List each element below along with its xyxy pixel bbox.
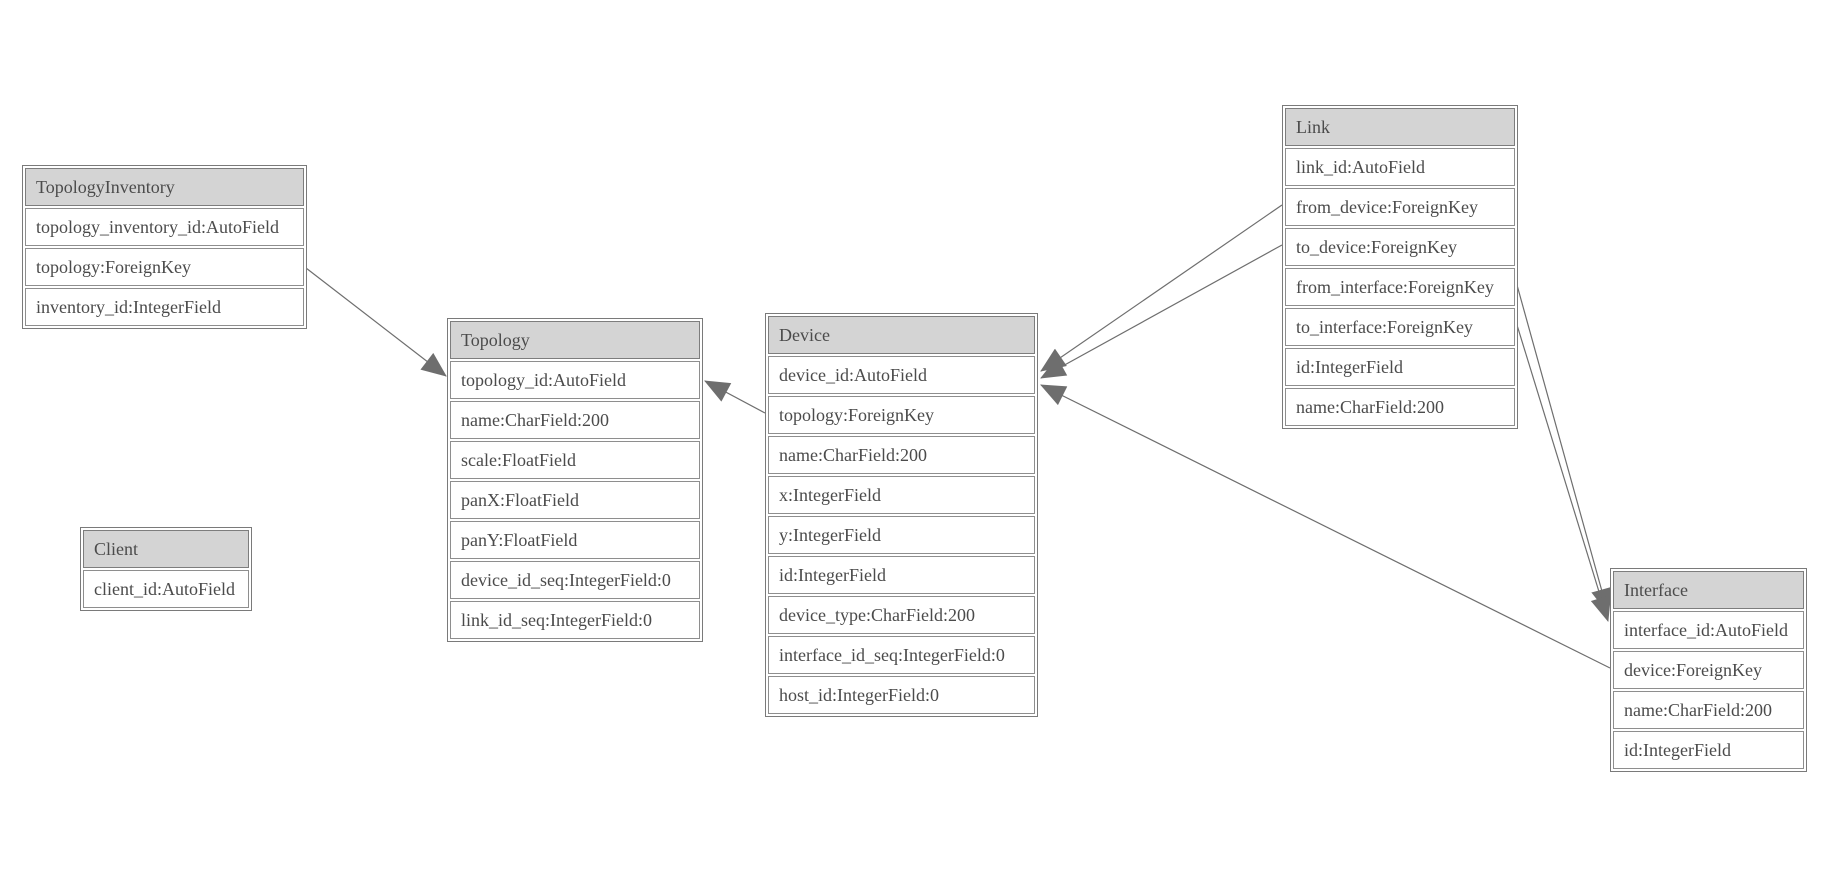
entity-table-device: Device device_id:AutoField topology:Fore… (765, 313, 1038, 717)
edge-topologyinventory-topology (305, 267, 447, 377)
entity-table-topologyinventory: TopologyInventory topology_inventory_id:… (22, 165, 307, 329)
edge-link-fromdevice-device (1040, 204, 1283, 372)
entity-table-link: Link link_id:AutoField from_device:Forei… (1282, 105, 1518, 429)
table-header: Topology (450, 321, 700, 359)
table-field-row: topology_id:AutoField (450, 361, 700, 399)
table-field-row: interface_id_seq:IntegerField:0 (768, 636, 1035, 674)
table-field-row: to_device:ForeignKey (1285, 228, 1515, 266)
table-field-row: name:CharField:200 (1285, 388, 1515, 426)
table-field-row: from_device:ForeignKey (1285, 188, 1515, 226)
table-field-row: topology:ForeignKey (25, 248, 304, 286)
edge-interface-device (1040, 384, 1611, 669)
table-field-row: from_interface:ForeignKey (1285, 268, 1515, 306)
table-field-row: topology:ForeignKey (768, 396, 1035, 434)
table-field-row: name:CharField:200 (1613, 691, 1804, 729)
table-field-row: x:IntegerField (768, 476, 1035, 514)
table-field-row: id:IntegerField (1285, 348, 1515, 386)
entity-table-topology: Topology topology_id:AutoField name:Char… (447, 318, 703, 642)
table-field-row: to_interface:ForeignKey (1285, 308, 1515, 346)
table-header: Link (1285, 108, 1515, 146)
table-field-row: device_id:AutoField (768, 356, 1035, 394)
table-field-row: link_id:AutoField (1285, 148, 1515, 186)
table-field-row: name:CharField:200 (450, 401, 700, 439)
table-field-row: id:IntegerField (1613, 731, 1804, 769)
table-field-row: client_id:AutoField (83, 570, 249, 608)
table-field-row: device_type:CharField:200 (768, 596, 1035, 634)
table-field-row: panY:FloatField (450, 521, 700, 559)
table-field-row: host_id:IntegerField:0 (768, 676, 1035, 714)
table-field-row: name:CharField:200 (768, 436, 1035, 474)
table-field-row: device_id_seq:IntegerField:0 (450, 561, 700, 599)
edge-link-frominterface-interface (1516, 284, 1612, 615)
table-header: Device (768, 316, 1035, 354)
table-field-row: scale:FloatField (450, 441, 700, 479)
edge-device-topology (704, 380, 766, 414)
edge-link-todevice-device (1040, 244, 1283, 379)
table-header: Client (83, 530, 249, 568)
table-field-row: inventory_id:IntegerField (25, 288, 304, 326)
entity-table-interface: Interface interface_id:AutoField device:… (1610, 568, 1807, 772)
table-field-row: panX:FloatField (450, 481, 700, 519)
table-header: Interface (1613, 571, 1804, 609)
table-header: TopologyInventory (25, 168, 304, 206)
entity-table-client: Client client_id:AutoField (80, 527, 252, 611)
edge-link-tointerface-interface (1516, 324, 1611, 623)
table-field-row: topology_inventory_id:AutoField (25, 208, 304, 246)
table-field-row: y:IntegerField (768, 516, 1035, 554)
table-field-row: id:IntegerField (768, 556, 1035, 594)
table-field-row: interface_id:AutoField (1613, 611, 1804, 649)
table-field-row: link_id_seq:IntegerField:0 (450, 601, 700, 639)
table-field-row: device:ForeignKey (1613, 651, 1804, 689)
